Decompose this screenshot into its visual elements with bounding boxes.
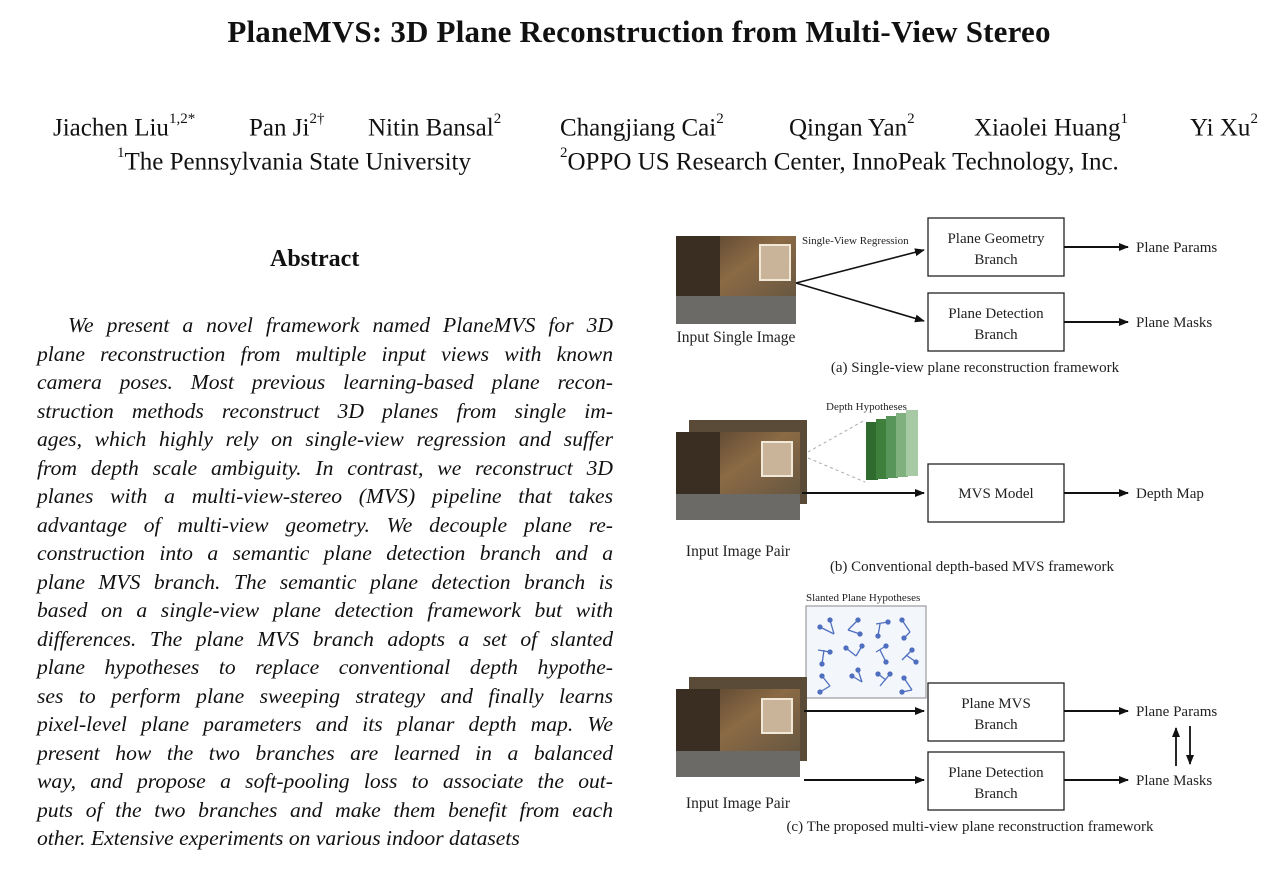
affiliation: 1The Pennsylvania State University	[117, 145, 471, 176]
box-label: Branch	[974, 327, 1018, 343]
abstract-line: ses to perform plane sweeping strategy a…	[37, 683, 613, 708]
slanted-plane-hypotheses-grid	[805, 605, 927, 699]
author: Qingan Yan2	[789, 111, 915, 142]
input-image-pair-label: Input Image Pair	[686, 543, 791, 560]
abstract-line: struction methods reconstruct 3D planes …	[37, 398, 613, 423]
abstract-line: differences. The plane MVS branch adopts…	[37, 626, 613, 651]
figure-caption-c: (c) The proposed multi-view plane recons…	[786, 819, 1154, 835]
abstract-line: construction into a semantic plane detec…	[37, 541, 613, 565]
output-label: Plane Params	[1136, 704, 1217, 720]
author: Jiachen Liu1,2*	[53, 111, 196, 142]
output-label: Plane Masks	[1136, 773, 1212, 789]
arrow	[795, 248, 925, 284]
single-view-regression-label: Single-View Regression	[802, 235, 909, 247]
input-image-pair	[676, 677, 807, 777]
abstract-line: pixel-level plane parameters and its pla…	[37, 712, 613, 736]
box-label: Plane Detection	[948, 306, 1044, 322]
abstract-line: plane MVS branch. The semantic plane det…	[37, 569, 613, 594]
abstract-heading: Abstract	[270, 246, 360, 272]
depth-hypotheses-stack	[807, 410, 918, 483]
depth-hypotheses-label: Depth Hypotheses	[826, 401, 907, 413]
abstract-line: present how the two branches are learned…	[37, 740, 613, 765]
author: Changjiang Cai2	[560, 111, 724, 142]
abstract-line: puts of the two branches and make them b…	[37, 797, 613, 822]
box-label: Branch	[974, 786, 1018, 802]
plane-geometry-branch-box	[927, 217, 1065, 277]
input-image-pair-label: Input Image Pair	[686, 795, 791, 812]
abstract-line: We present a novel framework named Plane…	[68, 313, 613, 337]
input-image-pair	[676, 420, 807, 520]
author: Nitin Bansal2	[368, 111, 502, 142]
input-single-image-label: Input Single Image	[677, 329, 796, 346]
abstract-line: ages, which highly rely on single-view r…	[37, 427, 613, 451]
abstract-body: We present a novel framework named Plane…	[37, 311, 613, 853]
plane-mvs-branch-box	[927, 682, 1065, 742]
box-label: Plane Geometry	[947, 231, 1045, 247]
affiliation: 2OPPO US Research Center, InnoPeak Techn…	[560, 145, 1119, 176]
output-label: Plane Masks	[1136, 315, 1212, 331]
author: Pan Ji2†	[249, 111, 325, 142]
author: Yi Xu2	[1190, 111, 1258, 142]
box-label: Plane Detection	[948, 765, 1044, 781]
abstract-line: plane hypotheses to replace conventional…	[37, 655, 613, 679]
figure-caption-a: (a) Single-view plane reconstruction fra…	[831, 360, 1120, 376]
abstract-line: planes with a multi-view-stereo (MVS) pi…	[37, 484, 613, 508]
box-label: Branch	[974, 717, 1018, 733]
abstract-line: advantage of multi-view geometry. We dec…	[37, 512, 613, 537]
figure-caption-b: (b) Conventional depth-based MVS framewo…	[830, 559, 1115, 575]
input-single-image	[676, 236, 796, 324]
box-label: Plane MVS	[961, 696, 1031, 712]
abstract-line: other. Extensive experiments on various …	[37, 826, 520, 850]
author: Xiaolei Huang1	[974, 111, 1128, 142]
plane-detection-branch-box	[927, 751, 1065, 811]
abstract-line: from depth scale ambiguity. In contrast,…	[37, 455, 613, 480]
abstract-line: based on a single-view plane detection f…	[37, 598, 613, 622]
abstract-line: way, and propose a soft-pooling loss to …	[37, 769, 613, 793]
output-label: Depth Map	[1136, 486, 1204, 502]
output-label: Plane Params	[1136, 240, 1217, 256]
arrow	[795, 282, 925, 323]
abstract-line: plane reconstruction from multiple input…	[37, 341, 613, 366]
abstract-line: camera poses. Most previous learning-bas…	[37, 370, 613, 394]
paper-title: PlaneMVS: 3D Plane Reconstruction from M…	[227, 14, 1051, 49]
box-label: Branch	[974, 252, 1018, 268]
slanted-plane-hypotheses-label: Slanted Plane Hypotheses	[806, 592, 920, 604]
box-label: MVS Model	[958, 486, 1033, 502]
